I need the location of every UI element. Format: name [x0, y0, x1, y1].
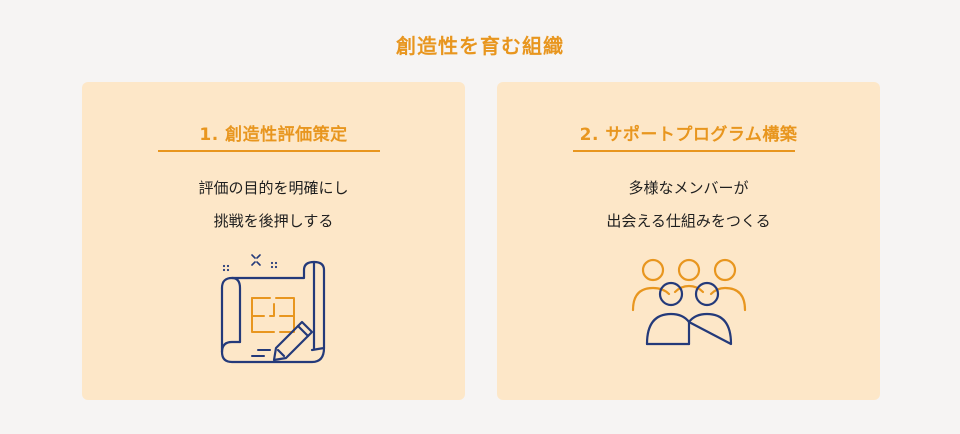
card-description: 評価の目的を明確にし 挑戦を後押しする: [82, 172, 465, 238]
card-title: 2. サポートプログラム構築: [579, 125, 798, 145]
card-divider: [158, 150, 380, 152]
card-description-line: 多様なメンバーが: [628, 179, 749, 197]
card-title: 1. 創造性評価策定: [199, 125, 348, 145]
card-divider: [573, 150, 795, 152]
card-description: 多様なメンバーが 出会える仕組みをつくる: [497, 172, 880, 238]
people-group-icon: [629, 252, 749, 366]
card-description-line: 挑戦を後押しする: [213, 212, 334, 230]
card-evaluation-strategy: 1. 創造性評価策定 評価の目的を明確にし 挑戦を後押しする: [82, 82, 465, 400]
card-description-line: 出会える仕組みをつくる: [606, 212, 771, 230]
card-description-line: 評価の目的を明確にし: [198, 179, 349, 197]
card-support-program: 2. サポートプログラム構築 多様なメンバーが 出会える仕組みをつくる: [497, 82, 880, 400]
page-title: 創造性を育む組織: [396, 34, 564, 58]
blueprint-pencil-icon: [214, 252, 334, 376]
